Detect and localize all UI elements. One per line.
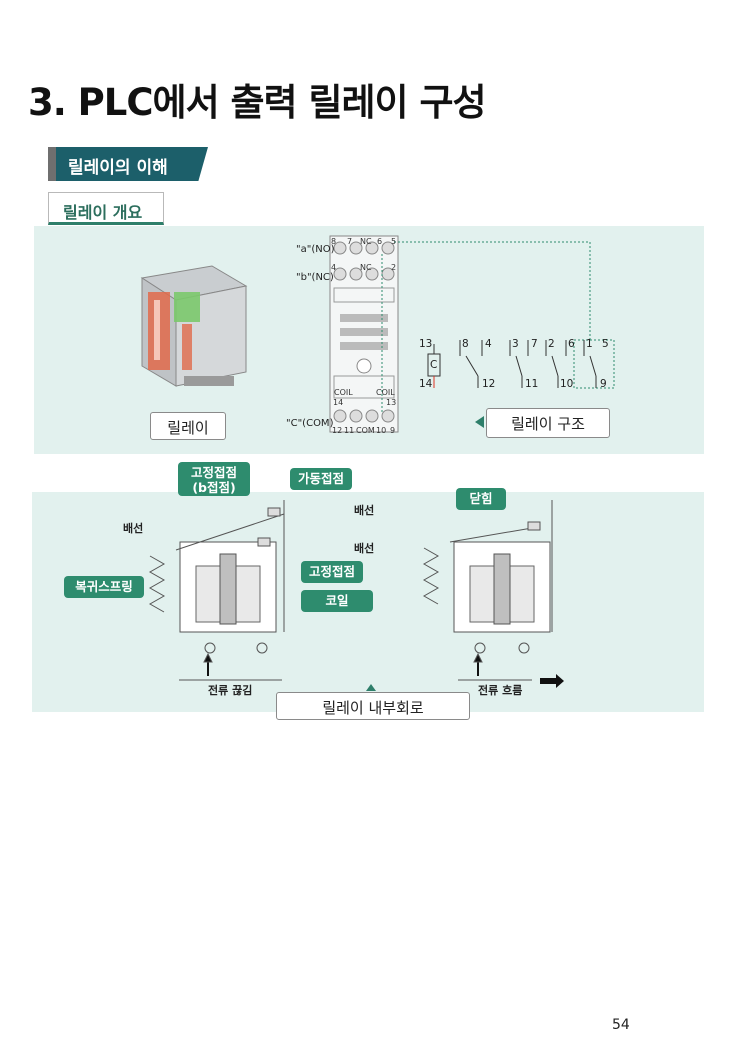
section-banner: 릴레이의 이해 (48, 147, 208, 181)
schematic-num: 1 (586, 338, 593, 350)
wiring-label-left: 배선 (123, 522, 144, 535)
current-off-label: 전류 끊김 (208, 684, 253, 697)
schematic-num: 8 (462, 338, 469, 350)
relay-overview-panel: "a"(NO) "b"(NC) "C"(COM) 8 7 NC 6 5 4 NC… (34, 226, 704, 454)
return-spring-callout: 복귀스프링 (64, 576, 144, 598)
base-num: 8 (331, 237, 337, 246)
relay-socket-base (329, 235, 399, 433)
current-flow-arrow (540, 674, 564, 688)
base-num: NC (360, 237, 372, 246)
base-num: 13 (386, 398, 397, 407)
schematic-num: 6 (568, 338, 575, 350)
base-num: COM (356, 426, 375, 435)
schematic-num: 13 (419, 338, 433, 350)
coil-callout: 코일 (301, 590, 373, 612)
relay-overview-graphics (140, 235, 615, 433)
relay-open-diagram (148, 500, 285, 676)
schematic-num: 5 (602, 338, 609, 350)
pointer-arrow-icon (475, 416, 484, 428)
base-num: 6 (377, 237, 383, 246)
current-flow-label: 전류 흐름 (478, 684, 523, 697)
base-num: 7 (347, 237, 353, 246)
fixed-contact-b-callout: 고정접점 (b접점) (178, 462, 250, 496)
schematic-num: 3 (512, 338, 519, 350)
schematic-num: 7 (531, 338, 538, 350)
schematic-num: 9 (600, 378, 607, 390)
schematic-num: 2 (548, 338, 555, 350)
wiring-label-right-bottom: 배선 (354, 542, 375, 555)
base-num: 12 (332, 426, 343, 435)
relay-caption: 릴레이 (150, 412, 226, 440)
base-num: NC (360, 263, 372, 272)
base-num: 2 (391, 263, 397, 272)
base-num: 10 (376, 426, 387, 435)
schematic-num: 11 (525, 378, 539, 390)
schematic-num: 14 (419, 378, 433, 390)
schematic-num: 12 (482, 378, 496, 390)
movable-contact-callout: 가동접점 (290, 468, 352, 490)
subsection-tab: 릴레이 개요 (48, 192, 164, 225)
relay-schematic (427, 340, 597, 388)
base-coil-label: COIL (376, 388, 395, 397)
relay-internal-graphics (148, 500, 564, 688)
nc-terminal-label: "b"(NC) (296, 272, 334, 283)
relay-closed-diagram (422, 500, 553, 676)
subsection-tab-label: 릴레이 개요 (63, 203, 143, 222)
relay-structure-caption: 릴레이 구조 (486, 408, 610, 438)
page-title: 3. PLC에서 출력 릴레이 구성 (28, 81, 487, 124)
closed-callout: 닫힘 (456, 488, 506, 510)
fixed-contact-callout: 고정접점 (301, 561, 363, 583)
dotted-leader-lines (381, 241, 615, 414)
relay-internal-circuit-caption: 릴레이 내부회로 (276, 692, 470, 720)
base-num: 5 (391, 237, 397, 246)
com-terminal-label: "C"(COM) (286, 418, 334, 429)
schematic-coil-letter: C (430, 359, 438, 371)
schematic-num: 10 (560, 378, 574, 390)
no-terminal-label: "a"(NO) (296, 244, 335, 255)
page-number: 54 (612, 1017, 630, 1033)
base-coil-label: COIL (334, 388, 353, 397)
base-num: 9 (390, 426, 396, 435)
relay-photo (140, 265, 248, 387)
base-num: 11 (344, 426, 355, 435)
pointer-arrow-icon (366, 684, 376, 691)
section-banner-label: 릴레이의 이해 (68, 158, 168, 178)
wiring-label-right-top: 배선 (354, 504, 375, 517)
schematic-num: 4 (485, 338, 492, 350)
base-num: 14 (333, 398, 344, 407)
base-num: 4 (331, 263, 337, 272)
